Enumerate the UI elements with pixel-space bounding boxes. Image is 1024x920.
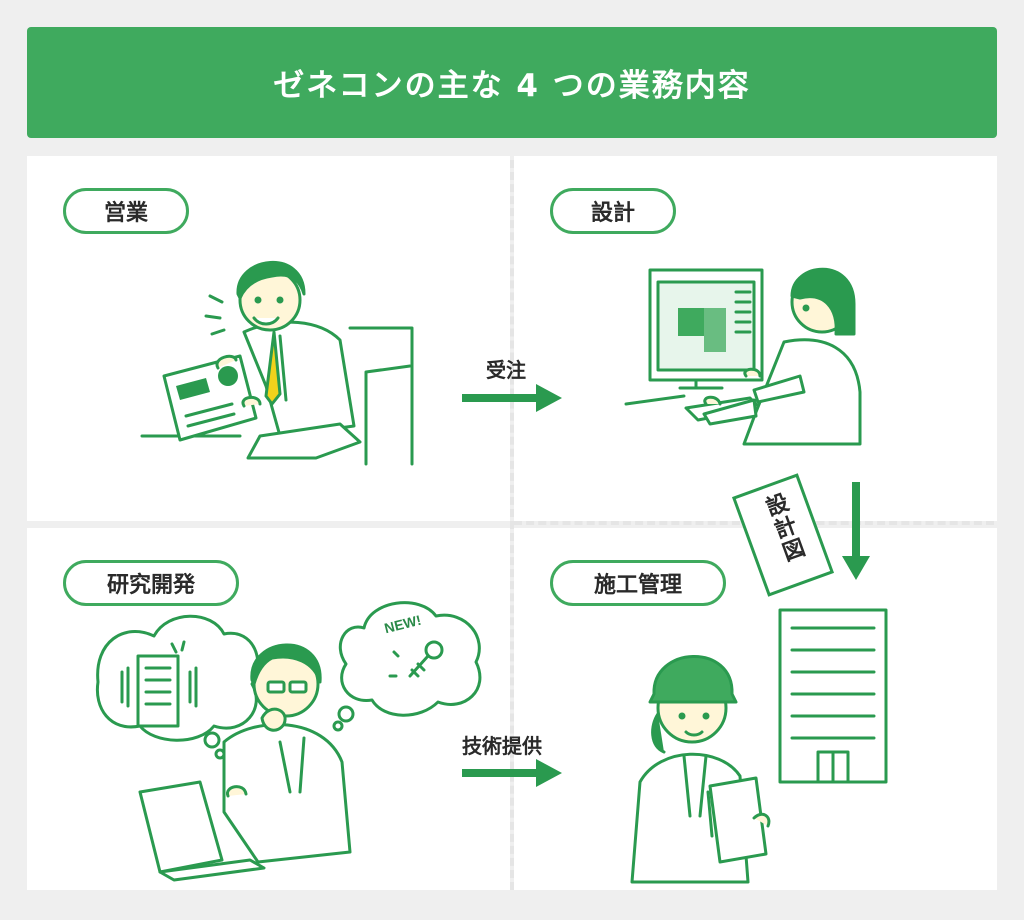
person-designer-icon	[624, 267, 862, 446]
label-sales: 営業	[63, 188, 189, 234]
laptop-icon	[138, 780, 266, 882]
screw-icon	[388, 640, 444, 678]
person-site-manager-icon	[630, 608, 888, 884]
page-title: ゼネコンの主な 4 つの業務内容	[273, 68, 751, 104]
drawing-sheet-label: 設計図	[759, 490, 808, 567]
flow-label-order: 受注	[486, 358, 526, 382]
person-researcher-icon	[95, 601, 482, 882]
title-banner: ゼネコンの主な 4 つの業務内容	[27, 27, 997, 138]
label-design: 設計	[550, 188, 676, 234]
computer-monitor-icon	[648, 268, 764, 390]
arrow-down-icon	[842, 482, 870, 580]
arrow-right-icon	[462, 759, 562, 787]
building-icon	[120, 640, 198, 728]
label-rnd: 研究開発	[63, 560, 239, 606]
flow-label-tech: 技術提供	[462, 734, 542, 758]
arrow-right-icon	[462, 384, 562, 412]
label-construction: 施工管理	[550, 560, 726, 606]
person-sales-icon	[140, 260, 414, 466]
vertical-divider	[510, 160, 514, 890]
building-icon	[778, 608, 888, 784]
